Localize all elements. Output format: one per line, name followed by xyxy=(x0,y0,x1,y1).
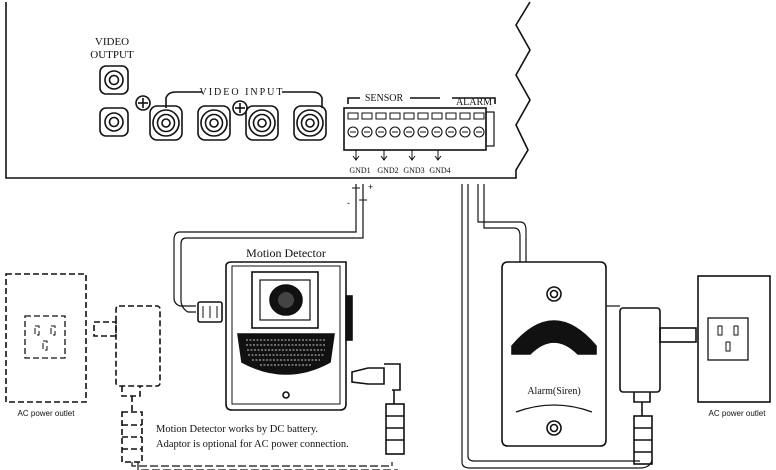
motion-detector xyxy=(197,261,353,411)
sensor-label: SENSOR xyxy=(365,93,404,104)
right-outlet-label: AC power outlet xyxy=(709,409,767,418)
terminal-screw xyxy=(445,126,457,138)
ground-symbol-1 xyxy=(135,95,151,111)
terminal-slot xyxy=(473,112,485,120)
alarm-label: ALARM xyxy=(456,97,492,108)
video-output-label-1: VIDEO xyxy=(95,36,129,48)
siren-mount-hole-bottom xyxy=(546,420,562,436)
terminal-screw xyxy=(361,126,373,138)
siren-horn xyxy=(511,320,597,355)
left-power-adaptor xyxy=(93,305,161,463)
polarity-minus: - xyxy=(347,198,350,208)
terminal-slot xyxy=(417,112,429,120)
sensor-wires xyxy=(173,184,367,313)
detector-side-button xyxy=(345,295,353,341)
sensor-bracket-left xyxy=(347,97,360,104)
right-power-adaptor xyxy=(619,307,697,465)
dvr-rear-panel: VIDEO OUTPUT VIDEO INPUT xyxy=(5,1,531,179)
terminal-label-gnd4: GND4 xyxy=(429,166,450,175)
terminal-screw xyxy=(403,126,415,138)
video-output-label-2: OUTPUT xyxy=(90,49,134,61)
terminal-slot xyxy=(445,112,457,120)
detector-connector xyxy=(197,301,223,323)
video-input-bracket-right xyxy=(282,91,323,108)
terminal-screw xyxy=(459,126,471,138)
terminal-block xyxy=(343,107,495,151)
video-output-jack-2 xyxy=(99,107,129,137)
siren-mount-hole-top xyxy=(546,286,562,302)
detector-speaker-grille xyxy=(237,333,335,375)
detector-lens-frame xyxy=(251,271,319,329)
siren-body xyxy=(501,261,607,447)
terminal-screw xyxy=(417,126,429,138)
alarm-siren-label: Alarm(Siren) xyxy=(527,386,580,397)
terminal-label-gnd1: GND1 xyxy=(349,166,370,175)
terminal-slot xyxy=(389,112,401,120)
dc-cable-dashed xyxy=(131,462,398,470)
ground-symbol-2 xyxy=(232,100,248,116)
video-input-label: VIDEO INPUT xyxy=(199,87,284,98)
note-line-1: Motion Detector works by DC battery. xyxy=(156,424,318,435)
video-output-jack-1 xyxy=(99,65,129,95)
gnd-leads xyxy=(352,150,442,161)
terminal-slot xyxy=(459,112,471,120)
terminal-screw xyxy=(431,126,443,138)
motion-detector-title: Motion Detector xyxy=(246,246,326,260)
alarm-siren: Alarm(Siren) xyxy=(501,261,607,447)
terminal-screw xyxy=(473,126,485,138)
terminal-slot xyxy=(403,112,415,120)
terminal-screw xyxy=(389,126,401,138)
terminal-label-gnd2: GND2 xyxy=(377,166,398,175)
right-ac-outlet xyxy=(697,275,771,403)
video-input-jack-4 xyxy=(293,105,327,141)
detector-body xyxy=(225,261,347,411)
terminal-label-gnd3: GND3 xyxy=(403,166,424,175)
detector-dc-plug xyxy=(351,363,405,455)
terminal-slot xyxy=(431,112,443,120)
detector-led xyxy=(282,391,290,399)
terminal-slot xyxy=(347,112,359,120)
video-input-bracket-left xyxy=(165,91,202,108)
note-line-2: Adaptor is optional for AC power connect… xyxy=(156,439,349,450)
video-input-jack-3 xyxy=(245,105,279,141)
terminal-slot xyxy=(375,112,387,120)
terminal-screw xyxy=(347,126,359,138)
alarm-bracket xyxy=(452,97,496,104)
video-input-jack-1 xyxy=(149,105,183,141)
video-input-jack-2 xyxy=(197,105,231,141)
terminal-screw xyxy=(375,126,387,138)
polarity-plus: + xyxy=(368,182,373,192)
left-ac-outlet xyxy=(5,273,87,403)
left-outlet-label: AC power outlet xyxy=(18,409,76,418)
terminal-slot xyxy=(361,112,373,120)
panel-outline xyxy=(5,1,531,179)
